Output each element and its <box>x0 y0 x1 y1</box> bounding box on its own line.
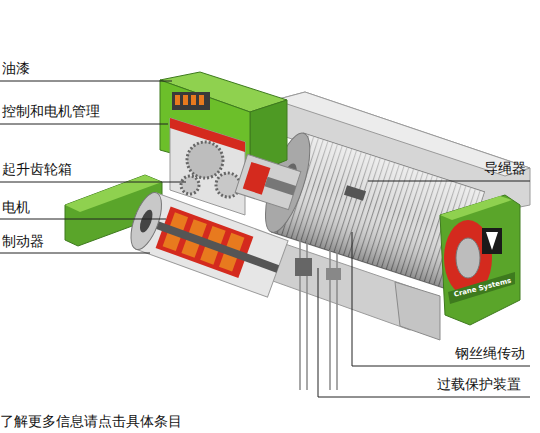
brake-disc <box>125 189 168 254</box>
part-label: 钢丝绳传动 <box>455 345 525 361</box>
part-label: 起升齿轮箱 <box>2 161 72 177</box>
gearbox-cutaway <box>170 118 245 215</box>
note-text: 了解更多信息请点击具体条目 <box>0 413 182 429</box>
part-label: 控制和电机管理 <box>2 103 100 119</box>
logo-band <box>448 272 515 304</box>
leader-line <box>352 232 353 366</box>
drive-shaft <box>235 154 301 209</box>
end-cap-front <box>440 195 520 325</box>
end-cap-top <box>440 196 512 220</box>
terminal <box>175 95 180 105</box>
gear <box>181 176 199 194</box>
shaft-red <box>243 162 271 195</box>
motor-shaft <box>154 221 279 273</box>
control-box <box>172 92 210 110</box>
load-cell <box>295 258 312 276</box>
logo-mark <box>482 228 502 254</box>
leader-line <box>0 81 172 82</box>
logo-mark-shape <box>486 232 498 250</box>
gear <box>216 173 240 197</box>
gear <box>187 142 223 178</box>
rope-anchor <box>326 268 341 280</box>
leader-line <box>318 397 530 398</box>
shaft-core <box>265 177 297 196</box>
leader-line <box>0 219 166 220</box>
rope-guide <box>344 185 366 201</box>
leader-line <box>0 253 150 254</box>
leader-line <box>0 182 186 183</box>
part-label: 电机 <box>2 199 30 215</box>
shaft-housing <box>235 154 301 209</box>
part-label: 过载保护装置 <box>437 376 521 392</box>
leader-line <box>318 268 319 397</box>
brake-core <box>137 208 155 234</box>
terminal <box>183 95 188 105</box>
terminal <box>191 95 196 105</box>
end-cap-bearing <box>456 238 480 278</box>
terminal <box>199 95 204 105</box>
leader-line <box>368 181 530 182</box>
part-label: 导绳器 <box>484 160 526 176</box>
leader-line <box>352 366 530 367</box>
part-label: 油漆 <box>2 60 30 76</box>
motor <box>125 189 288 297</box>
part-label: 制动器 <box>2 233 44 249</box>
leader-line <box>0 124 168 125</box>
frame-bracket <box>395 282 440 340</box>
